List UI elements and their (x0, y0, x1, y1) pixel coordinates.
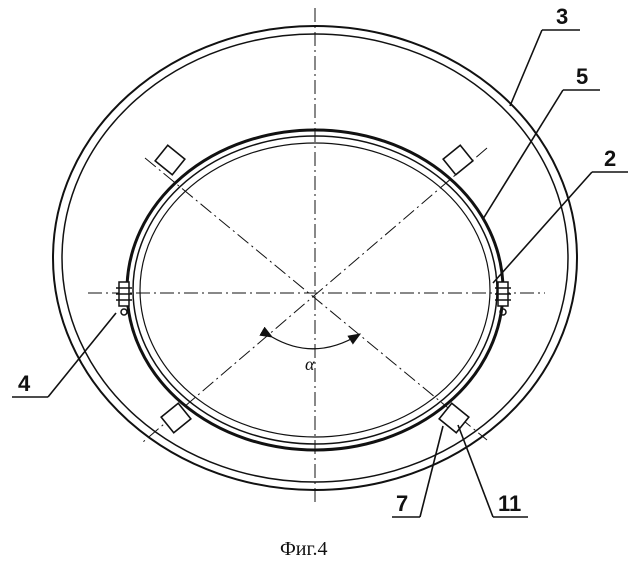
label-3: 3 (556, 4, 568, 29)
angle-symbol: α (305, 354, 315, 374)
figure-caption: Фиг.4 (280, 538, 327, 560)
label-7: 7 (396, 491, 408, 516)
label-11: 11 (498, 491, 521, 516)
label-2: 2 (604, 146, 616, 171)
label-4: 4 (18, 371, 31, 396)
block-top-right (443, 145, 473, 174)
label-5: 5 (576, 64, 588, 89)
angle-arc (272, 334, 360, 349)
